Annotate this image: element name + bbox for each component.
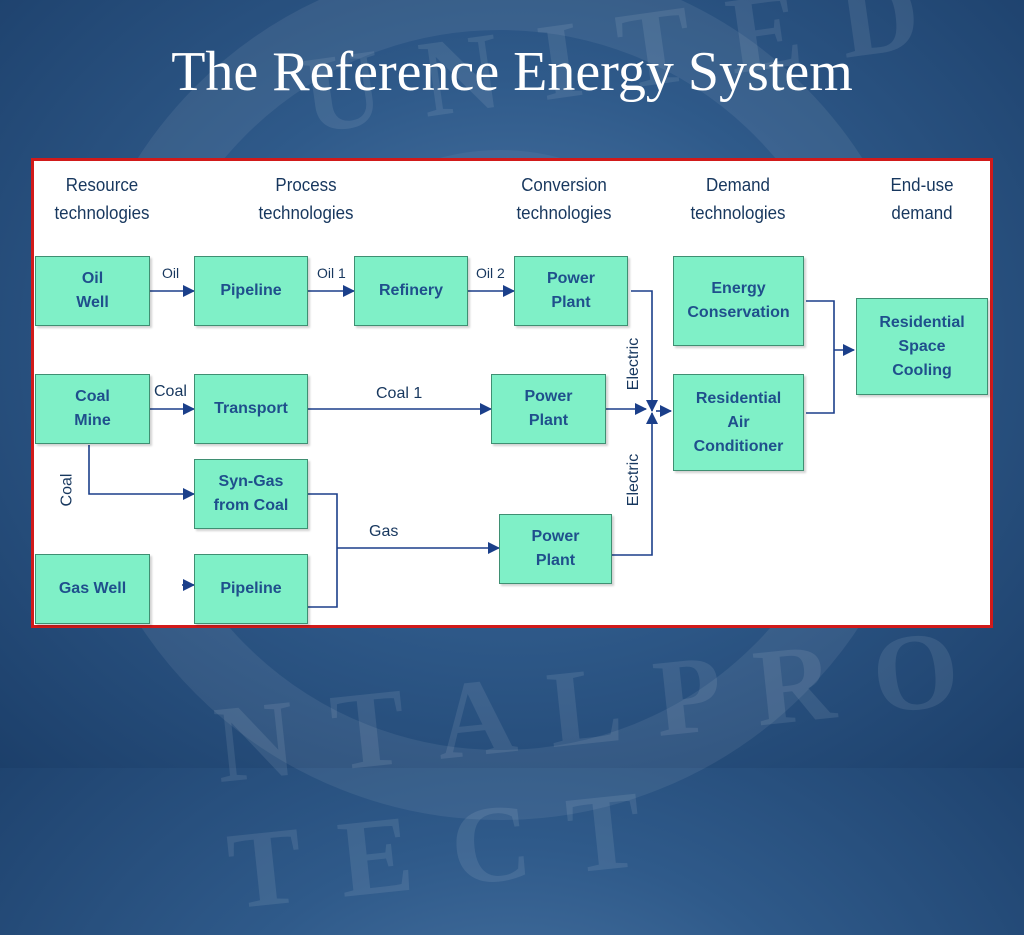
label-oil1: Oil 1 xyxy=(317,265,346,281)
node-power-plant-oil: Power Plant xyxy=(514,256,628,326)
node-pipeline-oil: Pipeline xyxy=(194,256,308,326)
node-power-plant-coal: Power Plant xyxy=(491,374,606,444)
node-coal-mine: Coal Mine xyxy=(35,374,150,444)
node-syngas: Syn-Gas from Coal xyxy=(194,459,308,529)
demand-bracket xyxy=(806,300,835,414)
node-power-plant-gas: Power Plant xyxy=(499,514,612,584)
arrow-pp3-junction xyxy=(612,412,658,556)
slide-title: The Reference Energy System xyxy=(171,41,853,103)
header-resource: Resource technologies xyxy=(54,175,150,223)
header-process: Process technologies xyxy=(258,175,354,223)
node-energy-conservation: Energy Conservation xyxy=(673,256,804,346)
node-oil-well: Oil Well xyxy=(35,256,150,326)
label-electric-bottom: Electric xyxy=(625,453,643,507)
label-oil2: Oil 2 xyxy=(476,265,505,281)
header-demand: Demand technologies xyxy=(690,175,786,223)
node-gas-well: Gas Well xyxy=(35,554,150,624)
node-transport: Transport xyxy=(194,374,308,444)
node-pipeline-gas: Pipeline xyxy=(194,554,308,624)
arrow-pp1-junction xyxy=(631,290,658,412)
header-conversion: Conversion technologies xyxy=(516,175,612,223)
label-electric-top: Electric xyxy=(625,337,643,391)
merge-bracket xyxy=(308,493,338,608)
diagram-frame: Resource technologies Process technologi… xyxy=(31,158,993,628)
label-coal-vertical: Coal xyxy=(58,473,76,507)
label-coal: Coal xyxy=(154,383,187,400)
label-oil: Oil xyxy=(162,265,180,281)
node-refinery: Refinery xyxy=(354,256,468,326)
connector-lines xyxy=(88,285,855,608)
header-enduse: End-use demand xyxy=(890,175,954,223)
label-gas: Gas xyxy=(369,523,399,540)
node-residential-space-cooling: Residential Space Cooling xyxy=(856,298,988,395)
node-residential-ac: Residential Air Conditioner xyxy=(673,374,804,471)
label-coal1: Coal 1 xyxy=(376,385,423,402)
arrow-coal-syngas xyxy=(88,445,195,500)
